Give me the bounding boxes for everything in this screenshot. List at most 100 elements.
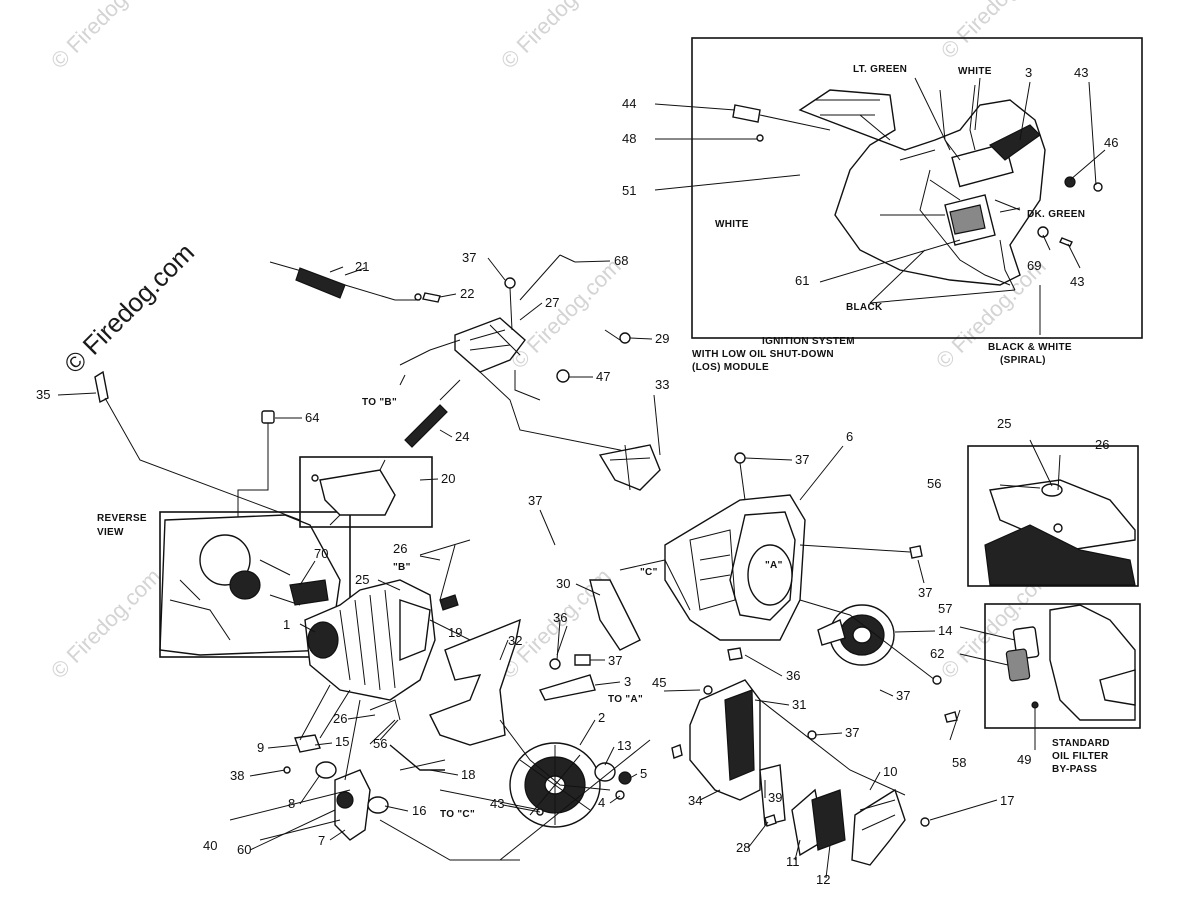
engine-shrouds <box>429 559 817 827</box>
watermark-text: © Firedog.com <box>506 254 626 374</box>
callout-58: 58 <box>952 755 966 770</box>
callout-43: 43 <box>1074 65 1088 80</box>
ref-a-mark: "A" <box>765 560 783 571</box>
callout-13: 13 <box>617 738 631 753</box>
bypass-plate-part <box>1005 648 1031 682</box>
callout-14: 14 <box>938 623 952 638</box>
callout-37: 37 <box>845 725 859 740</box>
ref-b-mark: "B" <box>393 562 411 573</box>
callout-26: 26 <box>333 711 347 726</box>
watermark-text: © Firedog.com <box>496 0 616 74</box>
air-guide-32-part <box>429 618 521 746</box>
control-bracket-part <box>454 317 526 373</box>
callout-18: 18 <box>461 767 475 782</box>
callout-25: 25 <box>997 416 1011 431</box>
ignition-caption-line3: (LOS) MODULE <box>692 362 769 373</box>
callout-36: 36 <box>553 610 567 625</box>
carburetor-part <box>334 769 371 841</box>
callout-5: 5 <box>640 766 647 781</box>
oil-filter-line1: STANDARD <box>1052 738 1110 749</box>
callout-37: 37 <box>896 688 910 703</box>
air-cleaner-cover-part <box>851 788 906 866</box>
bracket-33-part <box>598 444 661 491</box>
callout-44: 44 <box>622 96 636 111</box>
ref-to-c: TO "C" <box>440 809 475 820</box>
callout-34: 34 <box>688 793 702 808</box>
ignition-inset-frame <box>691 37 1143 339</box>
callout-32: 32 <box>508 633 522 648</box>
callout-64: 64 <box>305 410 319 425</box>
callout-22: 22 <box>460 286 474 301</box>
ref-to-b: TO "B" <box>362 397 397 408</box>
watermark-main: © Firedog.com <box>58 237 200 379</box>
ref-to-a: TO "A" <box>608 694 643 705</box>
air-filter-assembly <box>759 699 930 866</box>
callout-56: 56 <box>927 476 941 491</box>
carburetor-assembly <box>229 684 651 861</box>
wire-lt-green: LT. GREEN <box>853 64 907 75</box>
wire-dk-green: DK. GREEN <box>1027 209 1085 220</box>
callout-29: 29 <box>655 331 669 346</box>
callout-12: 12 <box>816 872 830 887</box>
callout-56: 56 <box>373 736 387 751</box>
throttle-detail-inset <box>967 439 1139 587</box>
callout-4: 4 <box>598 795 605 810</box>
reverse-view-line2: VIEW <box>97 527 124 538</box>
callout-26: 26 <box>393 541 407 556</box>
callout-28: 28 <box>736 840 750 855</box>
wire-white-top: WHITE <box>958 66 992 77</box>
oil-filter-line3: BY-PASS <box>1052 764 1097 775</box>
callout-9: 9 <box>257 740 264 755</box>
callout-26: 26 <box>1095 437 1109 452</box>
callout-10: 10 <box>883 764 897 779</box>
spark-plug-boot-part <box>732 104 761 123</box>
watermark-text: © Firedog.com <box>46 0 166 74</box>
callout-17: 17 <box>1000 793 1014 808</box>
callout-35: 35 <box>36 387 50 402</box>
ignition-caption-line1: IGNITION SYSTEM <box>762 336 855 347</box>
callout-43: 43 <box>490 796 504 811</box>
throttle-rod-part <box>404 404 448 448</box>
oil-filter-line2: OIL FILTER <box>1052 751 1109 762</box>
callout-61: 61 <box>795 273 809 288</box>
callout-49: 49 <box>1017 752 1031 767</box>
callout-24: 24 <box>455 429 469 444</box>
cylinder-shield-part <box>589 579 641 651</box>
blower-housing-part <box>798 89 1046 286</box>
oil-filter-bypass-inset <box>944 603 1141 750</box>
callout-38: 38 <box>230 768 244 783</box>
callout-70: 70 <box>314 546 328 561</box>
callout-62: 62 <box>930 646 944 661</box>
callout-37: 37 <box>795 452 809 467</box>
callout-21: 21 <box>355 259 369 274</box>
callout-16: 16 <box>412 803 426 818</box>
wire-white-mid: WHITE <box>715 219 749 230</box>
callout-3: 3 <box>624 674 631 689</box>
callout-3: 3 <box>1025 65 1032 80</box>
ignition-caption-line2: WITH LOW OIL SHUT-DOWN <box>692 349 834 360</box>
blower-housing-assembly <box>598 444 923 641</box>
callout-46: 46 <box>1104 135 1118 150</box>
recoil-starter <box>727 599 942 685</box>
callout-1: 1 <box>283 617 290 632</box>
callout-37: 37 <box>918 585 932 600</box>
callout-37: 37 <box>608 653 622 668</box>
governor-spring-part <box>295 267 346 299</box>
callout-30: 30 <box>556 576 570 591</box>
callout-19: 19 <box>448 625 462 640</box>
callout-48: 48 <box>622 131 636 146</box>
callout-31: 31 <box>792 697 806 712</box>
callout-8: 8 <box>288 796 295 811</box>
watermark-text: © Firedog.com <box>936 0 1056 64</box>
callout-labels: 44 48 51 3 43 46 61 69 43 21 22 37 68 27… <box>36 65 1118 887</box>
pre-cleaner-part <box>811 789 846 851</box>
callout-25: 25 <box>355 572 369 587</box>
callout-20: 20 <box>441 471 455 486</box>
wire-black: BLACK <box>846 302 883 313</box>
callout-37: 37 <box>528 493 542 508</box>
callout-68: 68 <box>614 253 628 268</box>
callout-37: 37 <box>462 250 476 265</box>
reverse-view-line1: REVERSE <box>97 513 147 524</box>
